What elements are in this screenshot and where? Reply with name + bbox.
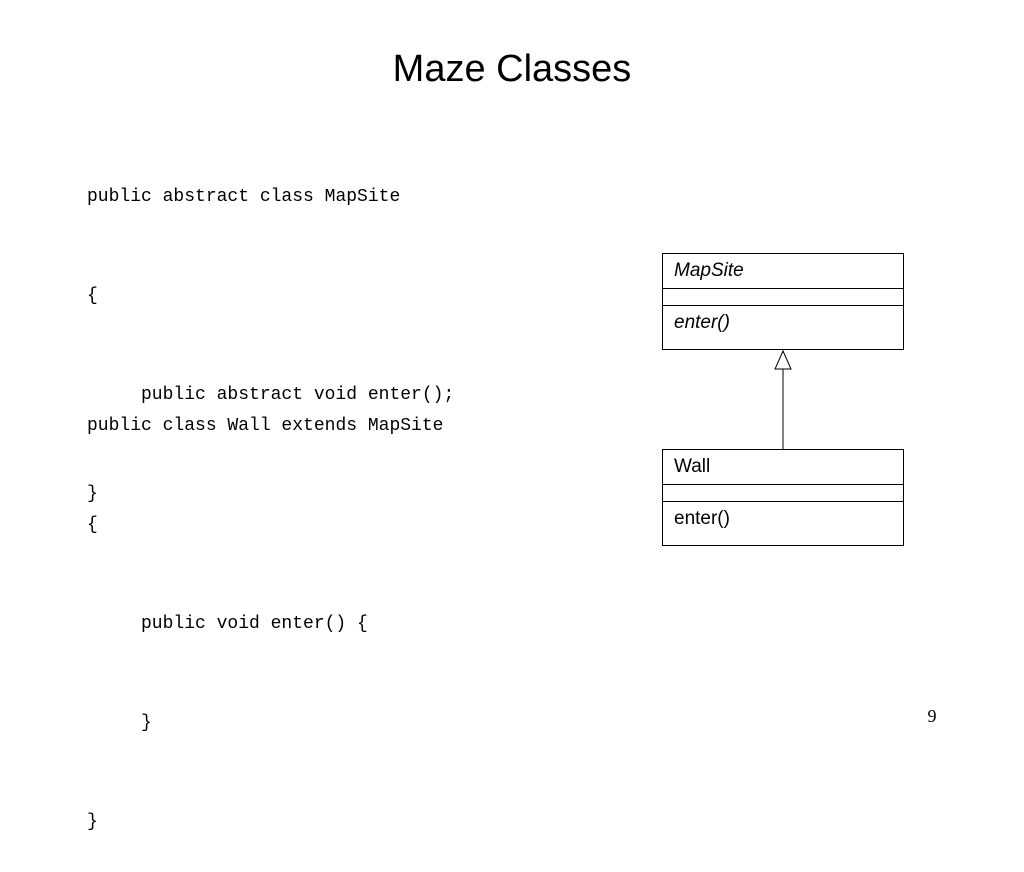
uml-class-name: Wall (663, 450, 903, 485)
inheritance-arrowhead-icon (774, 349, 792, 370)
code-line: public abstract void enter(); (141, 385, 455, 405)
code-block-wall: public class Wall extends MapSite { publ… (87, 344, 443, 872)
code-block-mapsite: public abstract class MapSite { public a… (87, 115, 454, 544)
code-line: public abstract class MapSite (87, 187, 401, 207)
page-number: 9 (927, 706, 937, 726)
inheritance-connector (774, 349, 792, 449)
code-line: { (87, 286, 98, 306)
uml-operation: enter() (674, 508, 730, 529)
code-line: public class Wall extends MapSite (87, 416, 444, 436)
uml-attributes-section (663, 289, 903, 306)
uml-class-name: MapSite (663, 254, 903, 289)
code-line: public void enter() { (141, 614, 368, 634)
code-line: { (87, 515, 98, 535)
uml-class-mapsite: MapSite enter() (662, 253, 904, 350)
code-line: } (87, 484, 98, 504)
uml-attributes-section (663, 485, 903, 502)
uml-operation: enter() (674, 312, 730, 333)
slide-title: Maze Classes (392, 48, 632, 90)
code-line: } (141, 713, 152, 733)
uml-class-wall: Wall enter() (662, 449, 904, 546)
code-line: } (87, 812, 98, 832)
